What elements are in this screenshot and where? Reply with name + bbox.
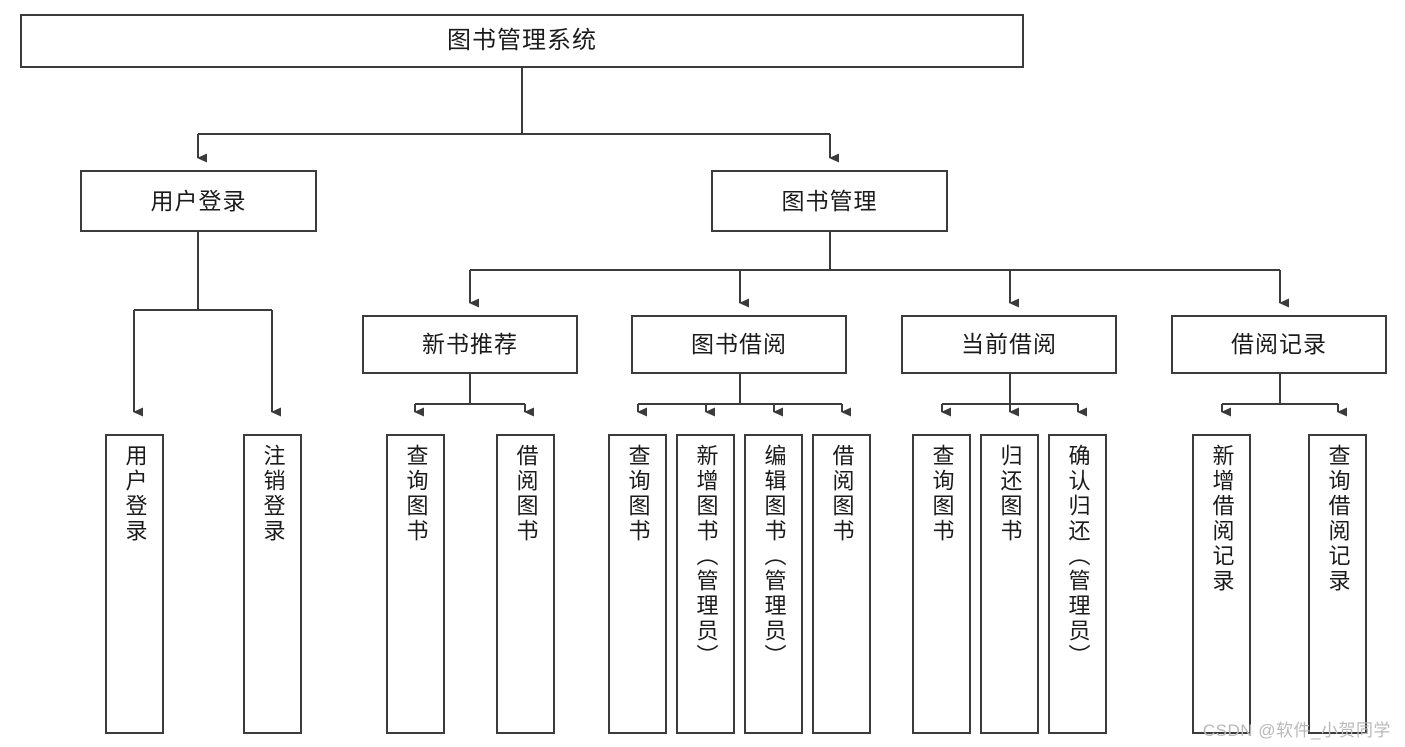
leaf-new-book-query[interactable]: 查询图书 [386, 434, 445, 734]
leaf-user-login-logout-label: 注销登录 [260, 444, 286, 544]
node-book-management[interactable]: 图书管理 [711, 170, 948, 232]
node-new-book-recommend-label: 新书推荐 [422, 331, 518, 358]
leaf-user-login-login[interactable]: 用户登录 [105, 434, 164, 734]
node-book-borrow-label: 图书借阅 [691, 331, 787, 358]
leaf-borrow-record-add[interactable]: 新增借阅记录 [1192, 434, 1251, 734]
leaf-borrow-record-query[interactable]: 查询借阅记录 [1308, 434, 1367, 734]
leaf-book-borrow-add-label: 新增图书（管理员） [693, 444, 719, 669]
node-root[interactable]: 图书管理系统 [20, 14, 1024, 68]
node-new-book-recommend[interactable]: 新书推荐 [362, 315, 578, 374]
leaf-new-book-query-label: 查询图书 [403, 444, 429, 544]
leaf-book-borrow-add[interactable]: 新增图书（管理员） [676, 434, 735, 734]
leaf-book-borrow-borrow[interactable]: 借阅图书 [812, 434, 871, 734]
leaf-book-borrow-query[interactable]: 查询图书 [608, 434, 667, 734]
leaf-borrow-record-add-label: 新增借阅记录 [1209, 444, 1235, 594]
node-book-borrow[interactable]: 图书借阅 [631, 315, 847, 374]
leaf-new-book-borrow[interactable]: 借阅图书 [496, 434, 555, 734]
leaf-book-borrow-borrow-label: 借阅图书 [829, 444, 855, 544]
leaf-current-borrow-return-label: 归还图书 [997, 444, 1023, 544]
csdn-watermark: CSDN @软件_小贺同学 [1202, 721, 1391, 740]
node-root-label: 图书管理系统 [447, 27, 597, 55]
node-current-borrow[interactable]: 当前借阅 [901, 315, 1117, 374]
node-current-borrow-label: 当前借阅 [961, 331, 1057, 358]
leaf-current-borrow-confirm[interactable]: 确认归还（管理员） [1048, 434, 1107, 734]
leaf-book-borrow-edit[interactable]: 编辑图书（管理员） [744, 434, 803, 734]
leaf-book-borrow-query-label: 查询图书 [625, 444, 651, 544]
leaf-current-borrow-query-label: 查询图书 [929, 444, 955, 544]
node-user-login-label: 用户登录 [150, 187, 247, 214]
leaf-current-borrow-query[interactable]: 查询图书 [912, 434, 971, 734]
node-book-management-label: 图书管理 [781, 187, 878, 214]
node-user-login[interactable]: 用户登录 [80, 170, 317, 232]
node-borrow-record[interactable]: 借阅记录 [1171, 315, 1387, 374]
leaf-current-borrow-confirm-label: 确认归还（管理员） [1065, 444, 1091, 669]
leaf-new-book-borrow-label: 借阅图书 [513, 444, 539, 544]
leaf-user-login-login-label: 用户登录 [122, 444, 148, 544]
leaf-book-borrow-edit-label: 编辑图书（管理员） [761, 444, 787, 669]
leaf-user-login-logout[interactable]: 注销登录 [243, 434, 302, 734]
node-borrow-record-label: 借阅记录 [1231, 331, 1327, 358]
leaf-borrow-record-query-label: 查询借阅记录 [1325, 444, 1351, 594]
leaf-current-borrow-return[interactable]: 归还图书 [980, 434, 1039, 734]
